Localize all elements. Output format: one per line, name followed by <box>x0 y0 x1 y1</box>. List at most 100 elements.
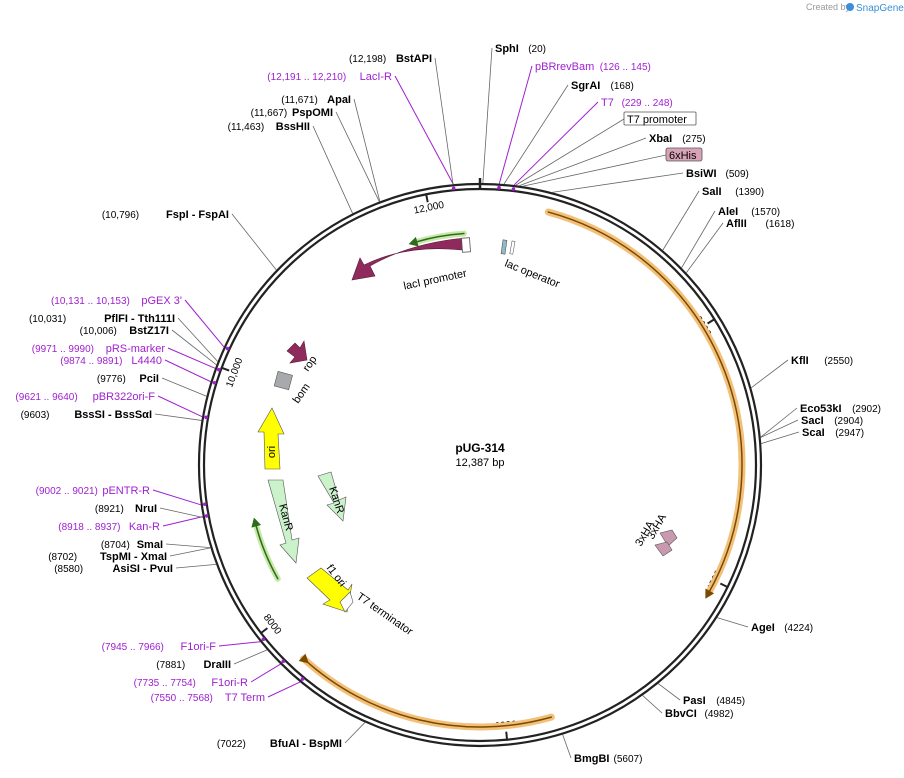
primer-mark-icon <box>212 381 217 385</box>
site-position: (8918 .. 8937) <box>58 522 120 533</box>
laci-promoter-feature[interactable] <box>461 237 471 253</box>
site-primer[interactable]: F1ori-F(7945 .. 7966) <box>102 641 217 653</box>
site-position: (4845) <box>716 696 745 707</box>
tick-label: 8000 <box>261 612 284 637</box>
site-connector <box>157 395 203 418</box>
tick-mark <box>707 317 716 325</box>
site-enzyme[interactable]: SalI(1390) <box>702 186 764 198</box>
rop-feature[interactable] <box>286 340 308 364</box>
site-position: (4224) <box>784 623 813 634</box>
site-position: (10,796) <box>102 210 139 221</box>
site-primer[interactable]: LacI-R(12,191 .. 12,210) <box>267 71 392 83</box>
lacI-arrowhead <box>408 236 419 247</box>
site-enzyme[interactable]: XbaI(275) <box>649 133 706 145</box>
site-connector <box>750 359 789 389</box>
site-enzyme[interactable]: PasI(4845) <box>683 695 745 707</box>
bom-feature[interactable] <box>273 371 293 391</box>
site-enzyme[interactable]: PspOMI(11,667) <box>251 107 333 119</box>
site-enzyme[interactable]: BmgBI(5607) <box>574 753 642 765</box>
plasmid-name: pUG-314 <box>455 441 505 455</box>
site-position: (8704) <box>101 540 130 551</box>
site-connector <box>164 359 211 383</box>
site-enzyme[interactable]: TspMI - XmaI(8702) <box>48 551 167 563</box>
laci-feature[interactable] <box>351 237 466 281</box>
site-enzyme[interactable]: SmaI(8704) <box>101 539 163 551</box>
site-enzyme[interactable]: DraIII(7881) <box>156 659 231 671</box>
site-enzyme[interactable]: NruI(8921) <box>95 503 157 515</box>
site-enzyme[interactable]: FspI - FspAI(10,796) <box>102 209 229 221</box>
site-position: (10,031) <box>29 314 66 325</box>
site-position: (9971 .. 9990) <box>32 344 94 355</box>
lac-operator-feature-2[interactable] <box>509 240 516 255</box>
site-enzyme[interactable]: AgeI(4224) <box>751 622 813 634</box>
site-enzyme[interactable]: ScaI(2947) <box>802 427 864 439</box>
site-primer[interactable]: pBRrevBam(126 .. 145) <box>535 61 651 73</box>
site-name: T7 <box>601 97 614 109</box>
site-enzyme[interactable]: AflII(1618) <box>726 218 794 230</box>
site-enzyme[interactable]: KflI(2550) <box>791 355 853 367</box>
site-position: (2902) <box>852 404 881 415</box>
site-primer[interactable]: Kan-R(8918 .. 8937) <box>58 521 160 533</box>
site-name: F1ori-R <box>211 677 248 689</box>
site-name: DraIII <box>203 659 231 671</box>
lac-operator-feature[interactable] <box>500 239 508 255</box>
site-enzyme[interactable]: Eco53kI(2902) <box>800 403 881 415</box>
site-name: SgrAI <box>571 80 600 92</box>
site-primer[interactable]: pBR322ori-F (9621 .. 9640) <box>15 391 155 403</box>
site-position: (8702) <box>48 552 77 563</box>
site-position: (12,198) <box>349 54 386 65</box>
site-enzyme[interactable]: BbvCI(4982) <box>665 708 733 720</box>
site-enzyme[interactable]: BssSI - BssSαI(9603) <box>21 409 152 421</box>
site-name: SphI <box>495 43 519 55</box>
ori-feature[interactable] <box>257 407 285 470</box>
site-primer[interactable]: pRS-marker (9971 .. 9990) <box>32 343 166 355</box>
primer-mark-icon <box>300 677 305 681</box>
site-enzyme[interactable]: SphI(20) <box>495 43 546 55</box>
site-enzyme[interactable]: PciI(9776) <box>97 373 159 385</box>
site-connector <box>515 118 625 186</box>
site-his[interactable]: 6xHis <box>665 147 703 162</box>
site-enzyme[interactable]: BssHII(11,463) <box>228 121 310 133</box>
kanr-feature-2[interactable] <box>317 471 347 522</box>
site-name: AleI <box>718 206 738 218</box>
site-primer[interactable]: pGEX 3'(10,131 .. 10,153) <box>51 295 182 307</box>
site-primer[interactable]: F1ori-R(7735 .. 7754) <box>134 677 248 689</box>
kanr-arrowhead <box>251 517 262 528</box>
site-enzyme[interactable]: BsiWI(509) <box>686 168 749 180</box>
t7-terminator-feature[interactable] <box>339 591 354 613</box>
3xha-feature-2[interactable] <box>654 541 673 557</box>
site-position: (9621 .. 9640) <box>15 392 77 403</box>
site-connector <box>562 734 572 759</box>
primer-mark-icon <box>511 187 516 191</box>
site-enzyme[interactable]: AleI(1570) <box>718 206 780 218</box>
ori-label: ori <box>266 446 278 458</box>
site-enzyme[interactable]: AsiSI - PvuI(8580) <box>54 563 173 575</box>
site-connector <box>760 419 799 438</box>
site-enzyme[interactable]: BfuAI - BspMI(7022) <box>217 738 342 750</box>
site-position: (4982) <box>705 709 734 720</box>
site-enzyme[interactable]: BstAPI(12,198) <box>349 53 432 65</box>
3xha-feature-1[interactable] <box>659 529 678 547</box>
site-name: T7 Term <box>225 692 265 704</box>
site-position: (9776) <box>97 374 126 385</box>
site-enzyme[interactable]: ApaI(11,671) <box>281 94 351 106</box>
site-enzyme[interactable]: PflFI - Tth111I(10,031) <box>29 313 175 325</box>
site-name: pRS-marker <box>106 343 166 355</box>
site-primer[interactable]: T7 Term(7550 .. 7568) <box>151 692 265 704</box>
site-boxed[interactable]: T7 promoter <box>623 111 697 126</box>
site-primer[interactable]: pENTR-R(9002 .. 9021) <box>36 485 150 497</box>
site-enzyme[interactable]: SgrAI(168) <box>571 80 634 92</box>
site-enzyme[interactable]: SacI(2904) <box>801 415 863 427</box>
kanr-feature-1[interactable] <box>267 479 300 564</box>
tick-mark <box>259 627 268 635</box>
site-enzyme[interactable]: BstZ17I(10,006) <box>80 325 169 337</box>
site-primer[interactable]: T7(229 .. 248) <box>601 97 673 109</box>
primer-mark-icon <box>204 514 209 518</box>
site-primer[interactable]: L4440(9874 .. 9891) <box>60 355 162 367</box>
feature-arcs <box>251 208 746 731</box>
laci-promoter-label: lacI promoter <box>403 267 469 292</box>
site-position: (2904) <box>834 416 863 427</box>
site-name: pBR322ori-F <box>93 391 156 403</box>
site-position: (9002 .. 9021) <box>36 486 98 497</box>
lac-operator-label: lac operator <box>503 258 562 291</box>
